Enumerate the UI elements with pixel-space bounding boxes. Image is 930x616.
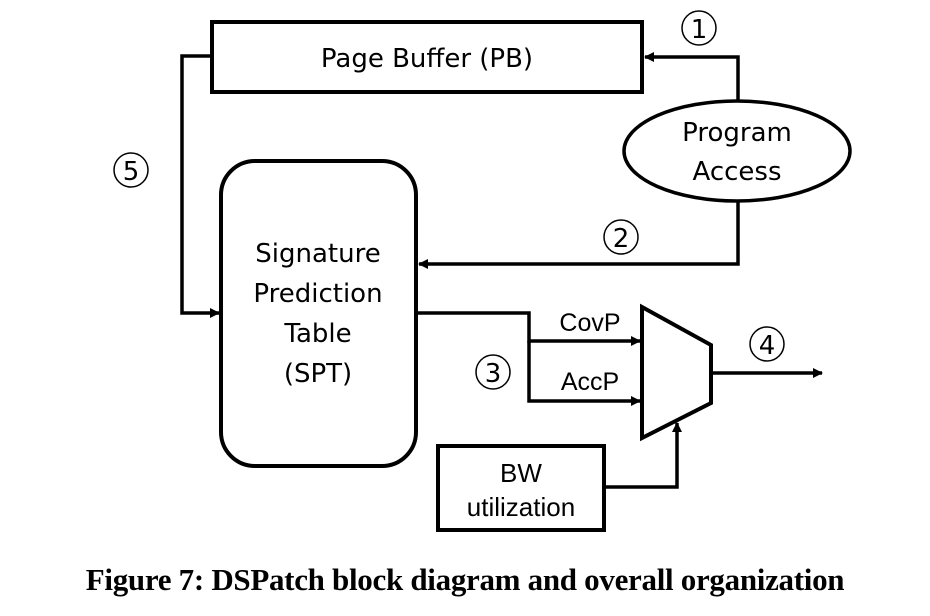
bw-label-line2: utilization [467, 492, 575, 522]
page-buffer-label: Page Buffer (PB) [321, 44, 533, 74]
covp-label: CovP [559, 309, 620, 337]
arrow-spt-accp [527, 341, 641, 406]
spt-label-line1: Signature [255, 239, 380, 269]
accp-label: AccP [561, 368, 619, 396]
figure-caption: Figure 7: DSPatch block diagram and over… [85, 562, 845, 597]
program-access-label-line2: Access [692, 157, 781, 187]
bw-label-line1: BW [500, 458, 542, 488]
arrow-access-to-spt [418, 201, 740, 269]
svg-text:2: 2 [613, 224, 630, 254]
svg-text:3: 3 [485, 359, 502, 389]
step-marker-5: 5 [113, 152, 149, 188]
spt-block: Signature Prediction Table (SPT) [219, 159, 418, 468]
svg-text:1: 1 [691, 15, 708, 45]
arrow-pb-to-spt [180, 54, 220, 318]
arrow-spt-covp [416, 311, 641, 346]
svg-text:4: 4 [759, 331, 776, 361]
step-marker-1: 1 [681, 10, 717, 46]
step-marker-3: 3 [475, 354, 511, 390]
arrow-bw-to-mux [604, 422, 682, 489]
spt-label-line3: Table [283, 319, 351, 349]
step-marker-4: 4 [749, 326, 785, 362]
arrow-access-to-pb [644, 52, 740, 101]
bw-utilization-block: BW utilization [436, 444, 606, 532]
page-buffer-block: Page Buffer (PB) [210, 20, 644, 94]
svg-text:5: 5 [123, 157, 140, 187]
spt-label-line4: (SPT) [284, 359, 352, 389]
selector-mux [640, 303, 713, 442]
step-marker-2: 2 [603, 219, 639, 255]
program-access-label-line1: Program [682, 118, 792, 148]
program-access-node: Program Access [622, 99, 852, 203]
dspatch-block-diagram: Page Buffer (PB) Program Access Signatur… [113, 10, 852, 532]
spt-label-line2: Prediction [253, 279, 382, 309]
